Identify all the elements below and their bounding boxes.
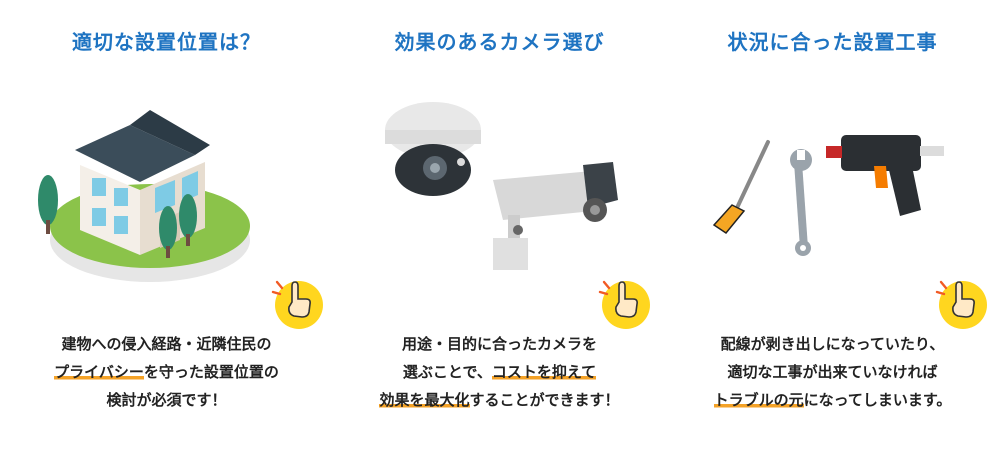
section-description: 配線が剥き出しになっていたり、 適切な工事が出来ていなければ トラブルの元になっ… (666, 330, 999, 414)
desc-line: トラブルの元になってしまいます。 (713, 391, 952, 409)
desc-line: 適切な工事が出来ていなければ (727, 363, 938, 381)
section-camera-selection: 効果のあるカメラ選び 用途・目的に合ったカメラを 選ぶことで、コストを抑えて 効… (333, 0, 666, 450)
pointing-hand-icon (935, 280, 987, 329)
desc-line: 建物への侵入経路・近隣住民の (61, 335, 272, 353)
desc-line: 選ぶことで、コストを抑えて (402, 363, 597, 381)
section-title: 状況に合った設置工事 (727, 30, 938, 54)
highlight-text: コストを抑えて (491, 363, 597, 381)
desc-line: 効果を最大化することができます！ (379, 391, 620, 409)
section-description: 建物への侵入経路・近隣住民の プライバシーを守った設置位置の 検討が必須です！ (0, 330, 333, 414)
highlight-text: 効果を最大化 (379, 391, 470, 409)
tools-illustration (712, 135, 944, 256)
desc-line: 検討が必須です！ (106, 391, 227, 409)
desc-line: 用途・目的に合ったカメラを (401, 335, 597, 353)
highlight-text: トラブルの元 (713, 391, 804, 409)
desc-line: 配線が剥き出しになっていたり、 (720, 335, 945, 353)
pointing-hand-icon (598, 280, 650, 329)
desc-line: プライバシーを守った設置位置の (54, 363, 279, 381)
house-illustration (38, 110, 250, 282)
section-title: 適切な設置位置は？ (72, 30, 261, 54)
section-installation-position: 適切な設置位置は？ 建物への侵入経路・近隣住民の プライバシーを守った設置位置の… (0, 0, 333, 450)
highlight-text: プライバシー (54, 363, 144, 381)
section-title: 効果のあるカメラ選び (394, 30, 605, 54)
pointing-hand-icon (271, 280, 323, 329)
section-installation-work: 状況に合った設置工事 配線が剥き出しになっていたり、 適切な工事が出来ていなけれ… (666, 0, 999, 450)
section-description: 用途・目的に合ったカメラを 選ぶことで、コストを抑えて 効果を最大化することがで… (333, 330, 666, 414)
security-camera-illustration (385, 102, 618, 270)
